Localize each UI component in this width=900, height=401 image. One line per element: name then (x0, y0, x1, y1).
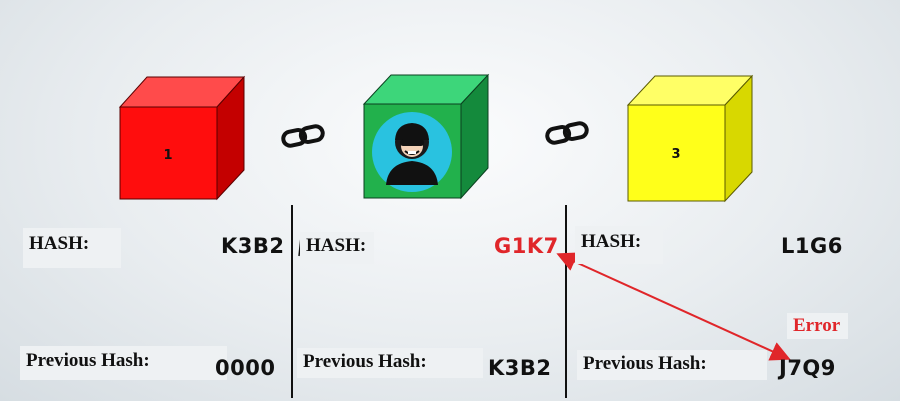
block-1-number: 1 (163, 148, 172, 163)
block-3-prev-value: J7Q9 (779, 356, 836, 380)
error-label: Error (787, 313, 849, 339)
block-3: 3 (626, 74, 754, 203)
block-2-hash-label: HASH: (300, 232, 374, 264)
block-2-prev-label: Previous Hash: (297, 348, 483, 378)
chain-link-icon (545, 121, 589, 145)
block-3-hash-value: L1G6 (781, 234, 843, 258)
error-arrow (556, 252, 791, 361)
block-2-prev-value: K3B2 (488, 356, 552, 380)
block-2-hash-value: G1K7 (494, 234, 559, 258)
block-3-hash-label: HASH: (575, 226, 663, 264)
block-1-hash-label: HASH: (23, 228, 121, 268)
block-1-prev-label: Previous Hash: (20, 346, 227, 380)
hacker-icon (372, 112, 452, 192)
block-1: 1 (118, 75, 246, 201)
block-3-prev-label: Previous Hash: (577, 350, 767, 380)
chain-link-icon (281, 124, 325, 148)
block-2 (362, 73, 490, 200)
block-3-number: 3 (671, 147, 680, 162)
block-1-prev-value: 0000 (215, 356, 276, 380)
block-1-hash-value: K3B2 (221, 234, 285, 258)
